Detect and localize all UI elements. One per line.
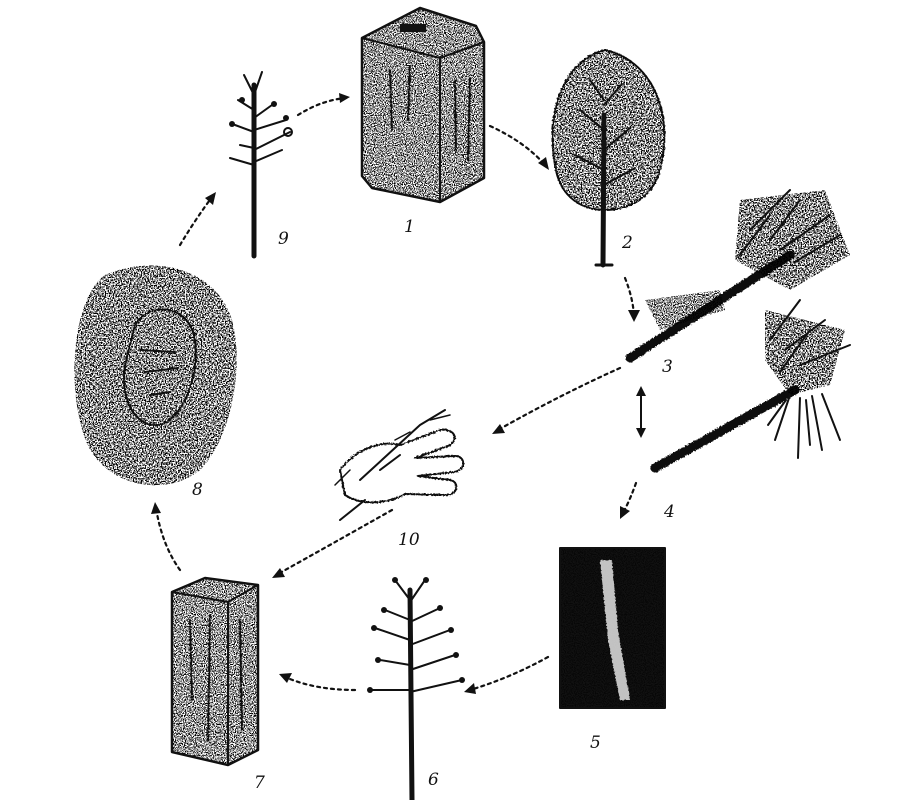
stage-labels: 1 2 3 4 5 6 7 8 9 10 (192, 217, 675, 793)
arrow-3-to-10 (496, 366, 622, 432)
arrow-7-to-8 (154, 506, 182, 572)
stage-4-rooted-cutting-illustration (650, 299, 851, 473)
stage-3-label: 3 (662, 357, 673, 377)
arrow-1-to-2 (488, 124, 547, 167)
stage-10-label: 10 (398, 530, 420, 550)
stage-3-cuttings-illustration (625, 189, 850, 363)
arrowhead-1-to-2 (538, 157, 549, 170)
stage-8-foliage-illustration (74, 265, 237, 486)
arrowhead-5-to-6 (464, 683, 476, 694)
arrowhead-8-to-9 (205, 192, 216, 205)
arrowhead-4-to-5 (620, 506, 630, 519)
stage-10-hand-illustration (334, 409, 465, 521)
stage-6-pruned-tree-illustration (367, 577, 465, 800)
stage-5-dark-block-illustration (559, 547, 666, 709)
stage-4-label: 4 (663, 502, 675, 522)
stage-2-tree-illustration (551, 49, 666, 268)
stage-6-label: 6 (428, 770, 439, 790)
stage-8-label: 8 (192, 480, 203, 500)
arrowhead-2-to-3 (628, 310, 640, 322)
arrowhead-10-to-7 (272, 568, 285, 578)
arrowhead-6-to-7 (279, 673, 292, 683)
stage-7-container-illustration (170, 576, 260, 767)
stage-7-label: 7 (254, 773, 265, 793)
cycle-arrows (151, 93, 646, 694)
stage-9-label: 9 (278, 229, 289, 249)
arrowhead-3-to-4-top (636, 386, 646, 396)
arrowhead-3-to-4-bottom (636, 428, 646, 438)
stage-1-container-illustration (360, 6, 486, 204)
arrowhead-9-to-1 (339, 93, 350, 103)
arrow-5-to-6 (468, 655, 550, 692)
stage-2-label: 2 (621, 233, 633, 253)
arrowhead-3-to-10 (492, 424, 505, 434)
stage-1-label: 1 (404, 217, 415, 237)
arrow-6-to-7 (283, 675, 357, 692)
stage-5-label: 5 (590, 733, 601, 753)
arrow-10-to-7 (276, 508, 394, 576)
stage-9-sapling-illustration (229, 71, 293, 259)
arrow-8-to-9 (178, 195, 214, 247)
arrow-9-to-1 (296, 96, 348, 117)
arrowhead-7-to-8 (151, 502, 161, 514)
